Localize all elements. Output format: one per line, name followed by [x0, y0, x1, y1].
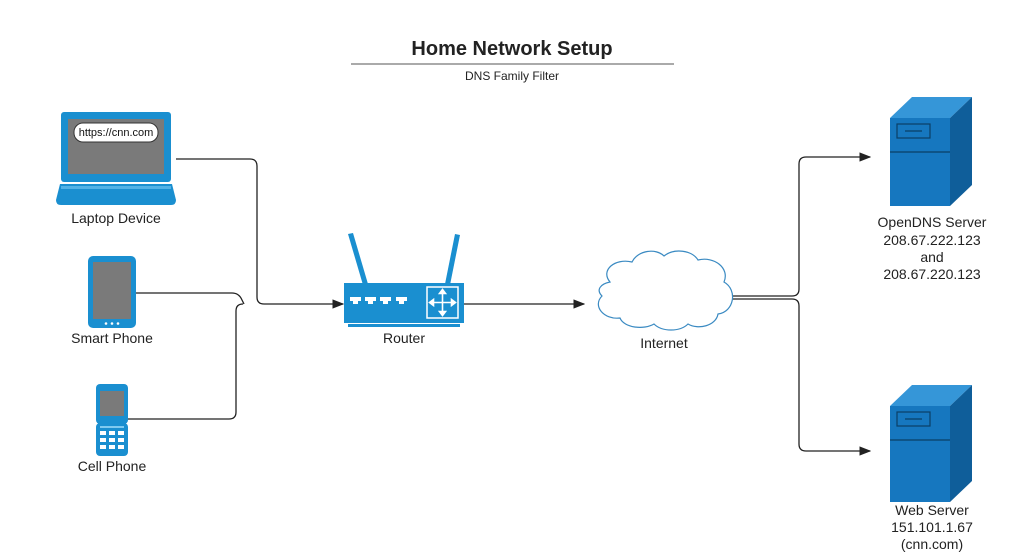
smart-phone-label: Smart Phone [71, 330, 153, 346]
opendns-ip-primary: 208.67.222.123 [883, 232, 981, 248]
laptop-url-text: https://cnn.com [79, 127, 154, 139]
laptop-to-router-wire [176, 158, 345, 309]
smart-phone-device[interactable]: Smart Phone [71, 256, 153, 346]
smartphone-icon [88, 256, 136, 328]
internet-label: Internet [640, 335, 688, 351]
webserver-domain: (cnn.com) [901, 536, 963, 552]
cloud-icon [597, 250, 734, 331]
diagram-subtitle: DNS Family Filter [465, 69, 559, 83]
internet-cloud[interactable]: Internet [597, 250, 734, 351]
router-icon [344, 233, 464, 327]
opendns-server[interactable]: OpenDNS Server 208.67.222.123 and 208.67… [878, 97, 987, 282]
router-label: Router [383, 330, 425, 346]
web-server[interactable]: Web Server 151.101.1.67 (cnn.com) [890, 385, 973, 552]
server-icon [890, 385, 972, 502]
internet-to-webserver-wire [727, 298, 872, 456]
laptop-url-bubble [73, 122, 159, 143]
opendns-and: and [920, 249, 943, 265]
opendns-name: OpenDNS Server [878, 214, 987, 230]
diagram-title: Home Network Setup [411, 38, 612, 60]
smartphone-to-router-wire [136, 292, 245, 305]
cell-phone-device[interactable]: Cell Phone [78, 384, 147, 474]
webserver-name: Web Server [895, 502, 969, 518]
router-device[interactable]: Router [344, 233, 464, 346]
laptop-device[interactable]: https://cnn.com Laptop Device [56, 112, 176, 226]
server-icon [890, 97, 972, 206]
opendns-ip-secondary: 208.67.220.123 [883, 266, 981, 282]
internet-to-opendns-wire [727, 152, 872, 297]
cellphone-to-router-wire [128, 303, 244, 420]
webserver-ip: 151.101.1.67 [891, 519, 973, 535]
cell-phone-label: Cell Phone [78, 458, 147, 474]
laptop-label: Laptop Device [71, 210, 161, 226]
cellphone-icon [96, 384, 128, 456]
connections [128, 152, 872, 456]
